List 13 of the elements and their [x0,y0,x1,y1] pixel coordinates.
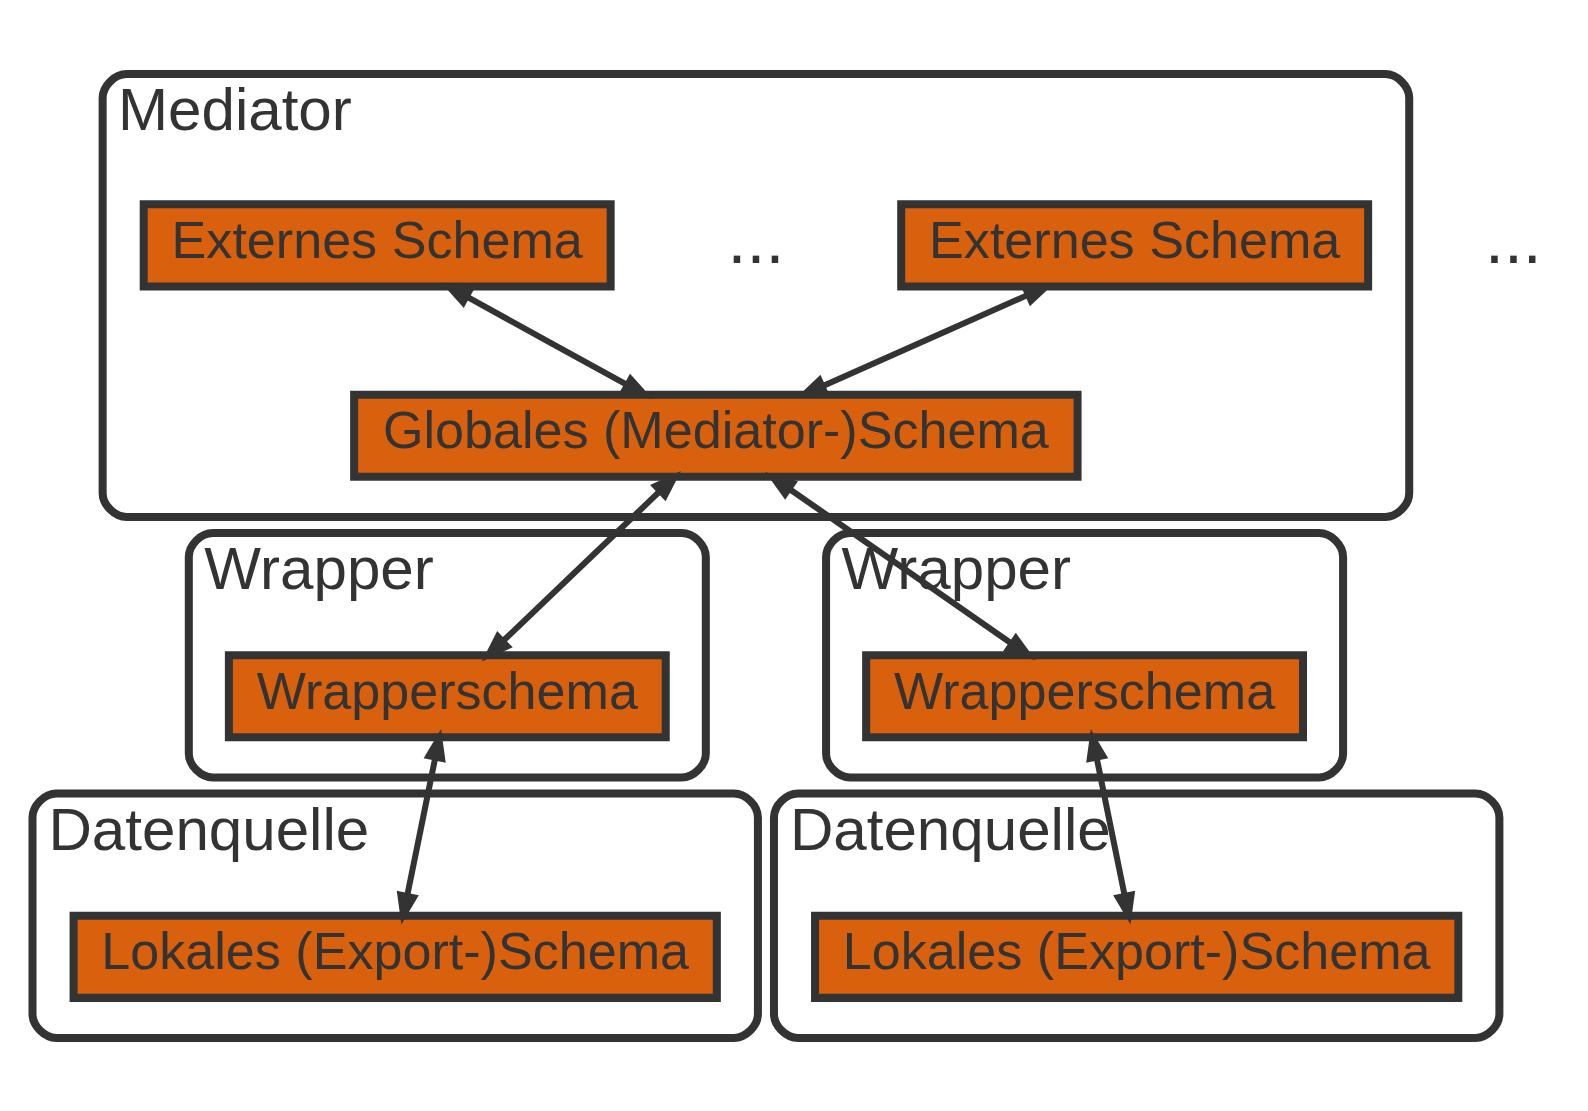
arrow [396,728,446,925]
arrow [481,470,682,661]
node-box: Lokales (Export-)Schema [69,911,721,1002]
node-box: Lokales (Export-)Schema [811,911,1463,1002]
node-box: Wrapperschema [224,650,670,741]
node-box: Wrapperschema [862,650,1307,741]
label: ... [1485,200,1542,277]
node-box: Externes Schema [897,199,1373,290]
arrow [441,282,653,399]
arrow [1086,728,1136,925]
node-box: Globales (Mediator-)Schema [350,390,1082,481]
label: ... [727,200,785,277]
node-box: Externes Schema [139,199,615,290]
